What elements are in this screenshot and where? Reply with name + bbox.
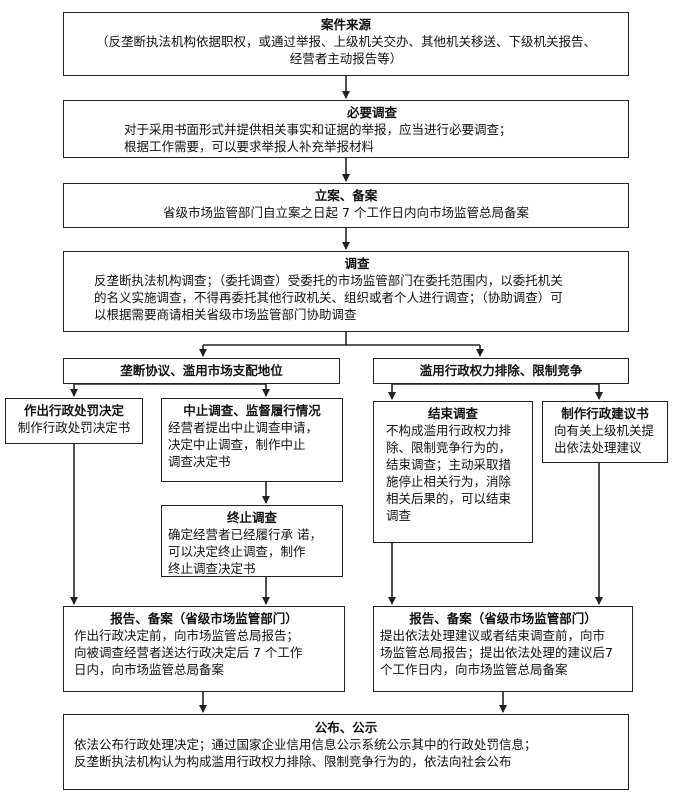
investigation-body: 反垄断执法机构调查；（委托调查）受委托的市场监管部门在委托范围内，以委托机关 的… [94,273,563,322]
suggestion-body: 向有关上级机关提 出依法处理建议 [554,423,655,455]
suspend-body: 经营者提出中止调查申请， 决定中止调查，制作中止 调查决定书 [168,420,319,469]
report-right-title: 报告、备案（省级市场监管部门） [409,611,597,626]
box-filing: 立案、备案 省级市场监管部门自立案之日起 7 个工作日内向市场监管总局备案 [63,183,629,228]
box-report-left: 报告、备案（省级市场监管部门） 作出行政决定前，向市场监管总局报告； 向被调查经… [63,606,345,692]
abuse-title: 滥用行政权力排除、限制竞争 [419,363,583,378]
penalty-body: 制作行政处罚决定书 [17,420,131,435]
case-source-body: （反垄断执法机构依据职权，或通过举报、上级机关交办、其他机关移送、下级机关报告、… [95,34,596,66]
necessary-title: 必要调查 [346,105,397,120]
box-investigation: 调查 反垄断执法机构调查；（委托调查）受委托的市场监管部门在委托范围内，以委托机… [63,251,629,332]
terminate-title: 终止调查 [226,510,277,525]
box-monopoly-branch: 垄断协议、滥用市场支配地位 [63,358,340,384]
filing-body: 省级市场监管部门自立案之日起 7 个工作日内向市场监管总局备案 [163,205,529,220]
report-left-body: 作出行政决定前，向市场监管总局报告； 向被调查经营者送达行政决定后 7 个工作 … [74,628,303,677]
report-right-body: 提出依法处理建议或者结束调查前，向市 场监管总局报告；提出依法处理的建议后7 个… [380,628,613,677]
box-necessary-investigation: 必要调查 对于采用书面形式并提供相关事实和证据的举报，应当进行必要调查； 根据工… [63,100,629,158]
box-suggestion-letter: 制作行政建议书 向有关上级机关提 出依法处理建议 [542,401,668,463]
penalty-title: 作出行政处罚决定 [23,403,124,418]
investigation-title: 调查 [344,256,370,271]
end-investigation-title: 结束调查 [427,406,478,421]
box-abuse-branch: 滥用行政权力排除、限制竞争 [373,358,629,384]
box-publish: 公布、公示 依法公布行政处理决定；通过国家企业信用信息公示系统公示其中的行政处罚… [63,714,629,790]
box-terminate-investigation: 终止调查 确定经营者已经履行承 诺， 可以决定终止调查，制作 终止调查决定书 [161,505,343,577]
box-end-investigation: 结束调查 不构成滥用行政权力排 除、限制竞争行为的， 结束调查；主动采取措 施停… [373,401,533,543]
case-source-title: 案件来源 [320,17,371,32]
terminate-body: 确定经营者已经履行承 诺， 可以决定终止调查，制作 终止调查决定书 [168,527,322,576]
monopoly-title: 垄断协议、滥用市场支配地位 [120,363,283,378]
box-report-right: 报告、备案（省级市场监管部门） 提出依法处理建议或者结束调查前，向市 场监管总局… [373,606,633,692]
end-investigation-body: 不构成滥用行政权力排 除、限制竞争行为的， 结束调查；主动采取措 施停止相关行为… [386,423,512,523]
necessary-body: 对于采用书面形式并提供相关事实和证据的举报，应当进行必要调查； 根据工作需要，可… [124,122,512,154]
report-left-title: 报告、备案（省级市场监管部门） [110,611,298,626]
publish-title: 公布、公示 [314,720,378,735]
publish-body: 依法公布行政处理决定；通过国家企业信用信息公示系统公示其中的行政处罚信息； 反垄… [74,737,537,769]
suspend-title: 中止调查、监督履行情况 [183,403,321,418]
filing-title: 立案、备案 [314,188,378,203]
box-penalty-decision: 作出行政处罚决定 制作行政处罚决定书 [5,398,143,444]
suggestion-title: 制作行政建议书 [561,406,649,421]
box-case-source: 案件来源 （反垄断执法机构依据职权，或通过举报、上级机关交办、其他机关移送、下级… [63,12,629,76]
box-suspend-investigation: 中止调查、监督履行情况 经营者提出中止调查申请， 决定中止调查，制作中止 调查决… [161,398,343,482]
